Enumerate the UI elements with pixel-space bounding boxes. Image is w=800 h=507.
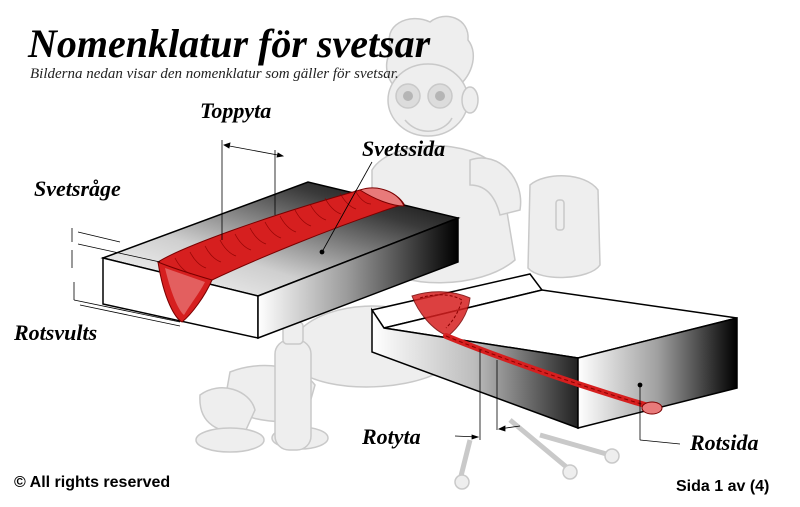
page-subtitle: Bilderna nedan visar den nomenklatur som… [30, 66, 399, 82]
label-rotsida: Rotsida [690, 430, 759, 455]
label-svetssida: Svetssida [362, 136, 446, 161]
left-dimension-lines [71, 140, 373, 327]
label-rotsvults: Rotsvults [14, 320, 98, 345]
page-indicator: Sida 1 av (4) [676, 478, 770, 495]
right-plate-side-face [577, 317, 738, 429]
label-toppyta: Toppyta [200, 98, 272, 123]
right-plate [370, 273, 738, 430]
page-title: Nomenklatur för svetsar [28, 21, 431, 66]
label-svetsrage: Svetsråge [34, 176, 121, 201]
right-weld-bead [411, 291, 663, 415]
copyright-notice: © All rights reserved [14, 474, 171, 491]
label-rotyta: Rotyta [362, 424, 421, 449]
left-weld-bead [156, 187, 405, 323]
left-plate-side-face [257, 216, 459, 340]
right-dimension-lines [454, 350, 681, 445]
